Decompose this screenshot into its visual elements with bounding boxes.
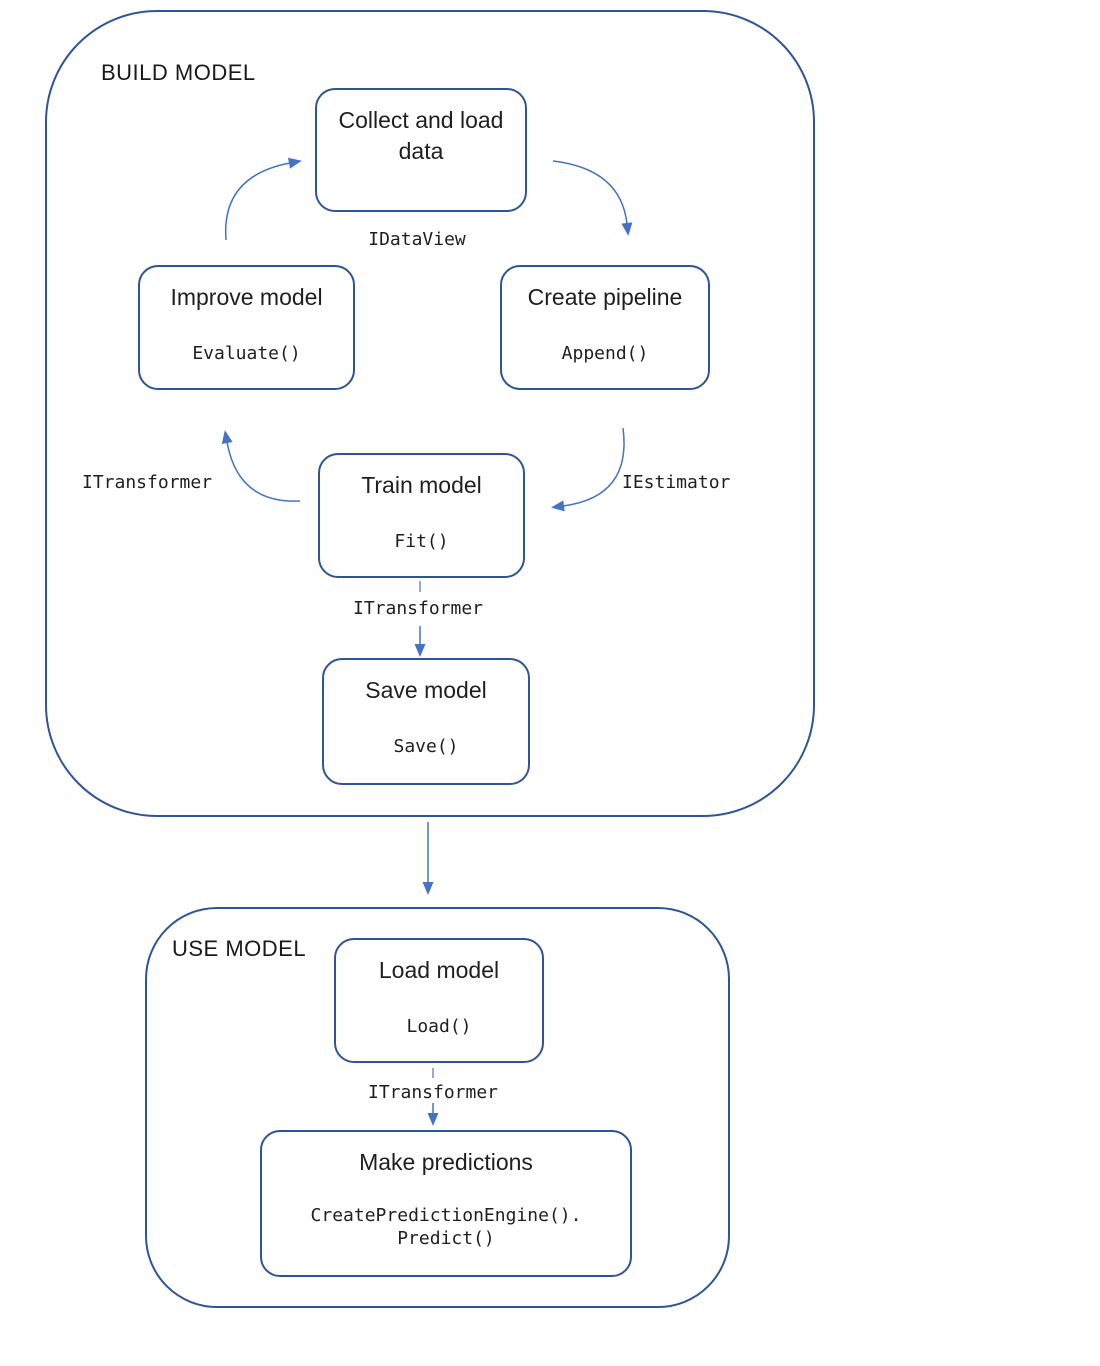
- node-title: Create pipeline: [527, 284, 683, 310]
- node-collect-and-load-data: Collect and load data: [315, 88, 527, 212]
- node-code: Evaluate(): [192, 343, 301, 364]
- node-train-model: Train model Fit(): [318, 453, 525, 578]
- edge-label-iestimator: IEstimator: [622, 472, 731, 493]
- node-title: Make predictions: [359, 1149, 533, 1175]
- edge-label-itransformer-mid: ITransformer: [352, 598, 484, 619]
- node-save-model: Save model Save(): [322, 658, 530, 785]
- node-code: Save(): [393, 736, 459, 757]
- node-title: Improve model: [170, 284, 323, 310]
- node-code: Append(): [561, 343, 649, 364]
- edge-label-itransformer-use: ITransformer: [367, 1082, 499, 1103]
- node-title: Collect and load data: [338, 107, 504, 165]
- code-line-2: Predict(): [397, 1228, 495, 1250]
- code-line-1: CreatePredictionEngine().: [310, 1205, 582, 1226]
- use-model-title: USE MODEL: [172, 936, 307, 961]
- node-code: Fit(): [394, 531, 449, 552]
- node-load-model: Load model Load(): [334, 938, 544, 1063]
- node-title: Load model: [378, 957, 500, 983]
- node-title: Save model: [365, 677, 487, 703]
- node-improve-model: Improve model Evaluate(): [138, 265, 355, 390]
- node-create-pipeline: Create pipeline Append(): [500, 265, 710, 390]
- edge-label-idataview: IDataView: [368, 229, 466, 250]
- build-model-title: BUILD MODEL: [101, 60, 256, 85]
- node-code: Load(): [406, 1016, 472, 1037]
- node-title: Train model: [361, 472, 482, 498]
- node-make-predictions: Make predictions CreatePredictionEngine(…: [260, 1130, 632, 1277]
- edge-label-itransformer-left: ITransformer: [82, 472, 213, 493]
- node-code: CreatePredictionEngine(). Predict(): [262, 1204, 630, 1251]
